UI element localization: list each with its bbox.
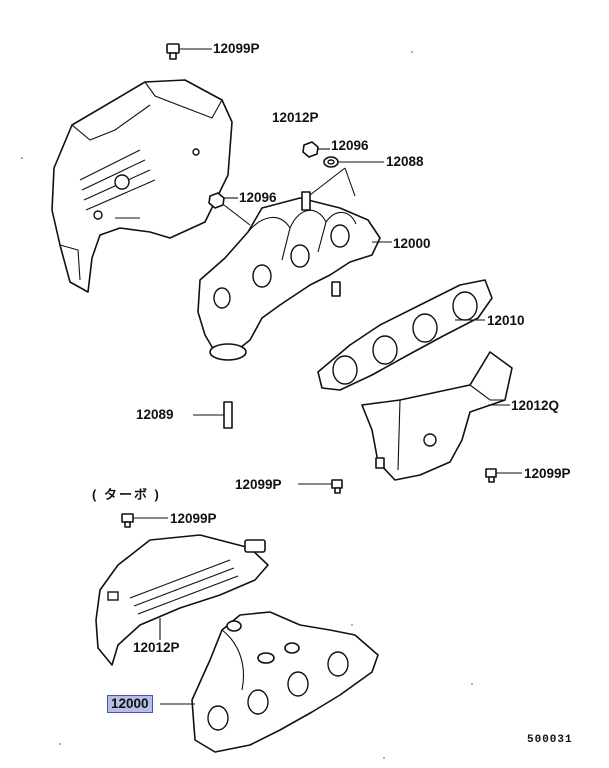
callout-12012q[interactable]: 12012Q	[511, 398, 560, 413]
callout-12096-upper[interactable]: 12096	[331, 138, 369, 153]
callout-12099p-center[interactable]: 12099P	[235, 477, 282, 492]
stud-12089	[193, 401, 233, 429]
bolt-12099p-center	[298, 479, 343, 494]
bolt-12099p-turbo	[121, 513, 168, 528]
catalog-number: 500031	[527, 734, 573, 746]
callout-12096-lower[interactable]: 12096	[239, 190, 277, 205]
bolt-12099p-right	[485, 468, 522, 483]
callout-12099p-top[interactable]: 12099P	[213, 41, 260, 56]
callout-12088[interactable]: 12088	[386, 154, 424, 169]
callout-12010[interactable]: 12010	[487, 313, 525, 328]
upper-heat-protector	[51, 79, 233, 293]
callout-12012p-top[interactable]: 12012P	[272, 110, 319, 125]
callout-12099p-right[interactable]: 12099P	[524, 466, 571, 481]
exhaust-manifold-turbo	[160, 611, 379, 753]
gasket-12010	[317, 279, 493, 391]
callout-12099p-turbo[interactable]: 12099P	[170, 511, 217, 526]
callout-12000-turbo-highlighted[interactable]: 12000	[107, 695, 153, 713]
turbo-heat-protector	[95, 534, 269, 666]
bolt-12099p-top	[166, 43, 212, 60]
turbo-note: ( ターボ )	[92, 487, 161, 502]
exhaust-manifold-na	[197, 191, 392, 361]
washer-12088	[309, 156, 384, 197]
heat-protector-12012q	[361, 351, 513, 481]
scan-specks	[21, 51, 473, 759]
nut-12096-upper	[302, 141, 330, 158]
callout-12012p-turbo[interactable]: 12012P	[133, 640, 180, 655]
nut-12096-lower	[208, 192, 251, 226]
callout-12089[interactable]: 12089	[136, 407, 174, 422]
callout-12000-na[interactable]: 12000	[393, 236, 431, 251]
